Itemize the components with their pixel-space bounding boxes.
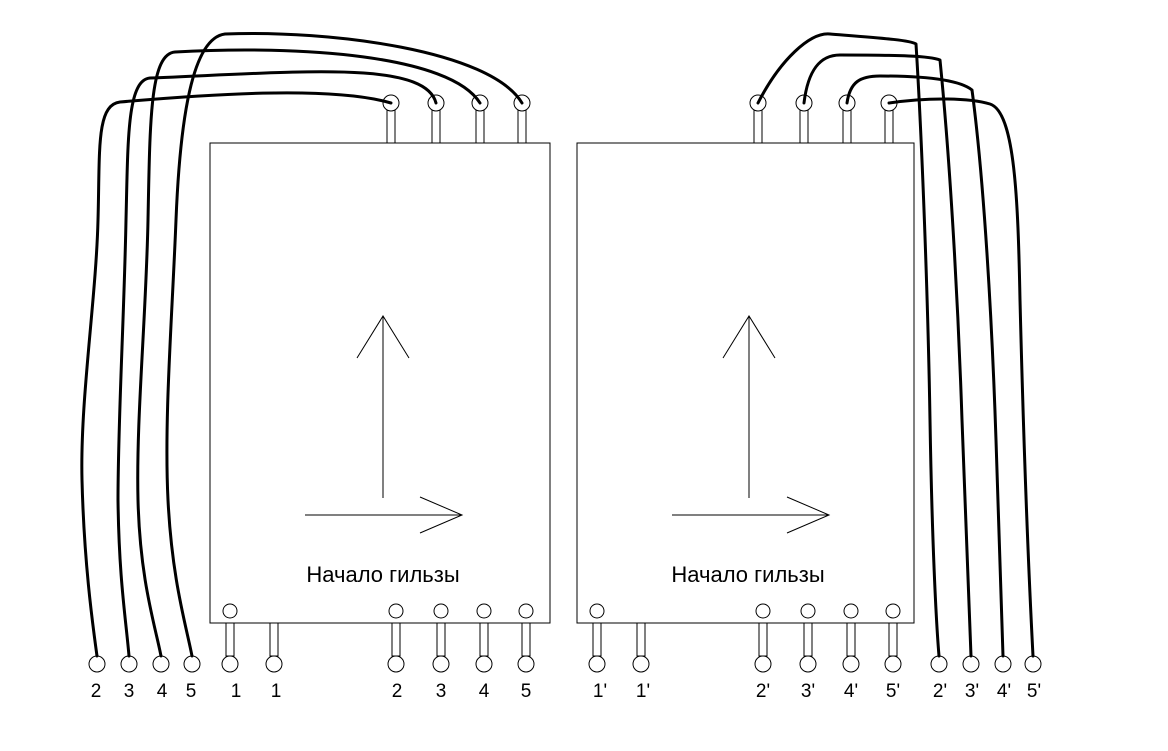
bottom-terminal	[475, 655, 493, 673]
bottom-terminal	[265, 655, 283, 673]
bottom-terminal	[517, 655, 535, 673]
outer-terminal-label: 4	[157, 681, 168, 702]
outer-terminal	[88, 655, 106, 673]
outer-terminal	[1024, 655, 1042, 673]
top-lead	[842, 109, 852, 144]
outer-terminal	[962, 655, 980, 673]
terminal-label: 1'	[593, 681, 607, 702]
terminal-label: 5'	[886, 681, 900, 702]
right-arrow	[672, 496, 831, 534]
top-lead	[517, 109, 527, 144]
left-panel: Начало гильзы 1 1 2 3 4 5 2 3	[80, 32, 551, 702]
wire	[165, 32, 524, 658]
top-lead	[475, 109, 485, 144]
outer-terminal-label: 2'	[933, 681, 947, 702]
inner-pin	[518, 603, 534, 619]
wire	[116, 70, 438, 658]
outer-terminal-label: 4'	[997, 681, 1011, 702]
terminal-label: 1	[231, 681, 242, 702]
top-lead	[884, 109, 894, 144]
outer-terminal-label: 5'	[1027, 681, 1041, 702]
right-panel: Начало гильзы 1' 1' 2' 3' 4' 5' 2'	[576, 32, 1042, 702]
up-arrow	[356, 315, 410, 498]
wire	[845, 74, 1005, 658]
inner-pin	[222, 603, 238, 619]
inner-pin	[885, 603, 901, 619]
wire	[756, 32, 941, 658]
bottom-terminal	[799, 655, 817, 673]
terminal-label: 2'	[756, 681, 770, 702]
terminal-label: 4	[479, 681, 490, 702]
inner-pin	[800, 603, 816, 619]
wire	[80, 91, 393, 658]
bottom-lead	[758, 622, 768, 657]
panel-caption: Начало гильзы	[671, 562, 824, 587]
bottom-lead	[269, 622, 279, 657]
inner-pin	[589, 603, 605, 619]
bottom-lead	[592, 622, 602, 657]
bottom-terminal	[842, 655, 860, 673]
outer-terminal	[930, 655, 948, 673]
bottom-lead	[436, 622, 446, 657]
bottom-terminal	[221, 655, 239, 673]
inner-pin	[476, 603, 492, 619]
bottom-terminal	[588, 655, 606, 673]
outer-terminal-label: 2	[91, 681, 102, 702]
terminal-label: 4'	[844, 681, 858, 702]
panel-caption: Начало гильзы	[306, 562, 459, 587]
bottom-lead	[888, 622, 898, 657]
up-arrow	[722, 315, 776, 498]
inner-pin	[843, 603, 859, 619]
outer-terminal-label: 5	[186, 681, 197, 702]
outer-terminal-label: 3'	[965, 681, 979, 702]
right-panel-body	[576, 142, 915, 624]
bottom-terminal	[387, 655, 405, 673]
bottom-lead	[803, 622, 813, 657]
inner-pin	[755, 603, 771, 619]
terminal-label: 1'	[636, 681, 650, 702]
terminal-label: 5	[521, 681, 532, 702]
bottom-lead	[636, 622, 646, 657]
inner-pin	[433, 603, 449, 619]
bottom-lead	[521, 622, 531, 657]
outer-terminal	[183, 655, 201, 673]
terminal-label: 3'	[801, 681, 815, 702]
inner-pin	[388, 603, 404, 619]
terminal-label: 2	[392, 681, 403, 702]
top-lead	[799, 109, 809, 144]
bottom-terminal	[884, 655, 902, 673]
wire	[136, 48, 482, 658]
bottom-lead	[225, 622, 235, 657]
bottom-terminal	[632, 655, 650, 673]
outer-terminal	[994, 655, 1012, 673]
bottom-lead	[391, 622, 401, 657]
bottom-lead	[479, 622, 489, 657]
top-lead	[753, 109, 763, 144]
outer-terminal	[152, 655, 170, 673]
terminal-label: 3	[436, 681, 447, 702]
top-lead	[431, 109, 441, 144]
bottom-terminal	[432, 655, 450, 673]
top-lead	[386, 109, 396, 144]
bottom-lead	[846, 622, 856, 657]
left-panel-body	[209, 142, 551, 624]
wire	[802, 53, 973, 658]
bottom-terminal	[754, 655, 772, 673]
wire	[887, 97, 1035, 658]
outer-terminal-label: 3	[124, 681, 135, 702]
outer-terminal	[120, 655, 138, 673]
terminal-label: 1	[271, 681, 282, 702]
right-arrow	[305, 496, 464, 534]
